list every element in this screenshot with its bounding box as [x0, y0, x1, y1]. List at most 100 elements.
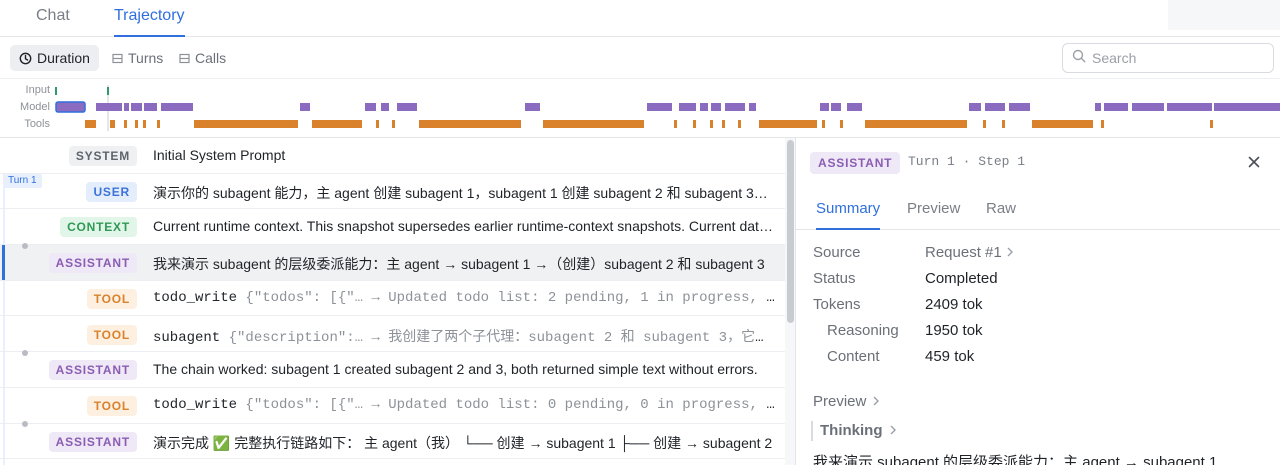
event-text: 演示完成 ✅ 完整执行链路如下： 主 agent（我） └── 创建 → sub… [153, 434, 773, 451]
timeline-input-segment[interactable] [55, 87, 57, 95]
toolbar: Duration Turns Calls [0, 38, 1280, 78]
tool-name: todo_write [153, 396, 238, 413]
search-box[interactable] [1062, 43, 1274, 73]
timeline-tool-segment[interactable] [1002, 120, 1005, 128]
timeline-model-segment[interactable] [831, 103, 841, 111]
search-input[interactable] [1092, 50, 1262, 66]
tab-chat[interactable]: Chat [36, 7, 70, 24]
timeline-model-segment-selected[interactable] [55, 101, 86, 113]
detail-step-label: Turn 1 · Step 1 [908, 154, 1026, 169]
tool-args: {"todos": [{"… [245, 396, 364, 413]
top-tabs: Chat Trajectory [0, 0, 1280, 37]
timeline-model-segment[interactable] [96, 103, 122, 111]
tool-result: → Updated todo list: 2 pending, 1 in pro… [371, 289, 775, 306]
timeline-model-segment[interactable] [700, 103, 708, 111]
timeline-model-segment[interactable] [131, 103, 142, 111]
timeline-tool-segment[interactable] [693, 120, 696, 128]
timeline-tool-segment[interactable] [983, 120, 986, 128]
timeline-model-segment[interactable] [525, 103, 540, 111]
timeline-tool-segment[interactable] [419, 120, 521, 128]
timeline-tool-segment[interactable] [1032, 120, 1093, 128]
timeline-model-segment[interactable] [820, 103, 829, 111]
timeline-model-segment[interactable] [397, 103, 417, 111]
timeline-model-segment[interactable] [381, 103, 389, 111]
timeline-tool-segment[interactable] [840, 120, 843, 128]
view-duration-label: Duration [37, 50, 90, 66]
view-calls-label: Calls [195, 50, 227, 66]
detail-tab-raw[interactable]: Raw [986, 200, 1017, 217]
timeline-model-segment[interactable] [144, 103, 157, 111]
event-row-user[interactable]: USER 演示你的 subagent 能力，主 agent 创建 subagen… [0, 174, 785, 210]
timeline-tool-segment[interactable] [124, 120, 127, 128]
view-calls-button[interactable]: Calls [170, 45, 235, 71]
timeline-model-segment[interactable] [300, 103, 310, 111]
list-scrollbar-thumb[interactable] [787, 140, 794, 323]
timeline-model-segment[interactable] [124, 103, 129, 111]
timeline-tool-segment[interactable] [738, 120, 741, 128]
timeline-model-segment[interactable] [847, 103, 862, 111]
close-button[interactable] [1244, 154, 1264, 174]
event-row-tool[interactable]: TOOL todo_write {"todos": [{"… → Updated… [0, 388, 785, 424]
timeline-model-segment[interactable] [1009, 103, 1030, 111]
timeline-model-segment[interactable] [725, 103, 745, 111]
detail-tab-preview[interactable]: Preview [907, 200, 961, 217]
timeline-model-segment[interactable] [1132, 103, 1164, 111]
field-key-content: Content [827, 348, 880, 365]
timeline-model-segment[interactable] [969, 103, 981, 111]
timeline-tool-segment[interactable] [722, 120, 725, 128]
timeline-model-segment[interactable] [365, 103, 376, 111]
timeline-tool-segment[interactable] [157, 120, 160, 128]
close-icon [1248, 155, 1260, 173]
timeline-model-segment[interactable] [1214, 103, 1280, 111]
tool-args: {"description":… [228, 329, 364, 346]
timeline-model-segment[interactable] [1167, 103, 1212, 111]
tool-call-text: subagent {"description":… → 我创建了两个子代理：su… [153, 326, 775, 346]
event-row-system[interactable]: SYSTEM Initial System Prompt [0, 138, 785, 174]
step-dot [22, 243, 28, 249]
timeline-tool-segment[interactable] [312, 120, 362, 128]
event-row-assistant-selected[interactable]: ASSISTANT 我来演示 subagent 的层级委派能力：主 agent … [0, 245, 785, 281]
timeline-model-segment[interactable] [679, 103, 696, 111]
event-row-assistant[interactable]: ASSISTANT 演示完成 ✅ 完整执行链路如下： 主 agent（我） └─… [0, 424, 785, 460]
event-row-assistant[interactable]: ASSISTANT The chain worked: subagent 1 c… [0, 352, 785, 388]
timeline-tool-segment[interactable] [143, 120, 146, 128]
thinking-section-toggle[interactable]: Thinking [820, 422, 897, 439]
event-row-tool[interactable]: TOOL subagent {"description":… → 我创建了两个子… [0, 317, 785, 353]
timeline-model-segment[interactable] [1104, 103, 1128, 111]
timeline-model-segment[interactable] [647, 103, 672, 111]
timeline-chart[interactable] [0, 79, 1280, 139]
role-badge: USER [86, 181, 137, 202]
timeline-model-segment[interactable] [749, 103, 756, 111]
timeline-tool-segment[interactable] [110, 120, 115, 128]
timeline-tool-segment[interactable] [194, 120, 298, 128]
timeline-tool-segment[interactable] [822, 120, 825, 128]
timeline-input-segment[interactable] [107, 87, 109, 95]
tab-trajectory[interactable]: Trajectory [114, 7, 185, 37]
role-badge: ASSISTANT [48, 431, 137, 452]
preview-section-toggle[interactable]: Preview [813, 393, 880, 410]
timeline-model-segment[interactable] [161, 103, 193, 111]
timeline-tool-segment[interactable] [710, 120, 713, 128]
timeline-tool-segment[interactable] [376, 120, 379, 128]
timeline-model-segment[interactable] [1095, 103, 1101, 111]
chevron-right-icon [889, 422, 897, 439]
timeline-tool-segment[interactable] [865, 120, 967, 128]
timeline-tool-segment[interactable] [674, 120, 677, 128]
timeline-model-segment[interactable] [711, 103, 721, 111]
view-turns-button[interactable]: Turns [103, 45, 172, 71]
event-row-context[interactable]: CONTEXT Current runtime context. This sn… [0, 209, 785, 246]
event-text: Current runtime context. This snapshot s… [153, 218, 775, 235]
timeline-tool-segment[interactable] [1101, 120, 1104, 128]
timeline-tool-segment[interactable] [135, 120, 138, 128]
timeline-tool-segment[interactable] [1210, 120, 1213, 128]
view-duration-button[interactable]: Duration [10, 45, 99, 71]
timeline-tool-segment[interactable] [543, 120, 644, 128]
timeline-model-segment[interactable] [985, 103, 1005, 111]
event-row-tool[interactable]: TOOL todo_write {"todos": [{"… → Updated… [0, 281, 785, 317]
timeline-tool-segment[interactable] [85, 120, 96, 128]
timeline-tool-segment[interactable] [759, 120, 817, 128]
detail-tab-summary[interactable]: Summary [816, 200, 881, 230]
tool-call-text: todo_write {"todos": [{"… → Updated todo… [153, 290, 775, 306]
source-link[interactable]: Request #1 [925, 244, 1014, 261]
timeline-tool-segment[interactable] [392, 120, 395, 128]
